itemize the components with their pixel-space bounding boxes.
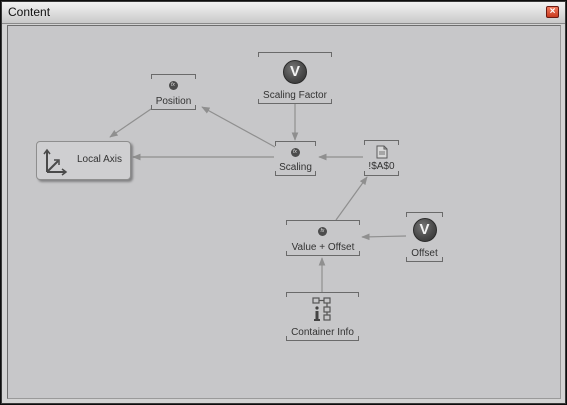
node-container-info[interactable]: Container Info bbox=[286, 292, 359, 341]
axis-icon bbox=[43, 148, 68, 176]
node-scaling[interactable]: fx Scaling bbox=[275, 141, 316, 176]
node-offset[interactable]: V Offset bbox=[406, 212, 443, 262]
close-icon: × bbox=[549, 6, 556, 17]
window-title: Content bbox=[8, 5, 51, 19]
fx-icon: fx bbox=[168, 81, 178, 90]
node-label: Local Axis bbox=[77, 154, 123, 165]
fx-icon: fx bbox=[318, 227, 327, 236]
canvas-frame bbox=[2, 24, 565, 403]
title-bar[interactable]: Content × bbox=[2, 2, 565, 24]
close-button[interactable]: × bbox=[546, 6, 559, 18]
node-local-axis[interactable]: Local Axis bbox=[36, 141, 131, 180]
node-value-offset[interactable]: fx Value + Offset bbox=[286, 220, 360, 256]
link-scaling-to-position bbox=[201, 106, 276, 148]
fx-icon: fx bbox=[290, 148, 300, 157]
node-scaling-factor[interactable]: V Scaling Factor bbox=[258, 52, 332, 104]
node-label: Scaling Factor bbox=[263, 90, 327, 101]
node-canvas[interactable] bbox=[7, 25, 561, 399]
v-icon: V bbox=[412, 218, 437, 242]
node-label: !$A$0 bbox=[368, 161, 395, 172]
node-label: Scaling bbox=[279, 162, 312, 173]
link-position-to-local-axis bbox=[109, 108, 152, 138]
node-label: Position bbox=[155, 96, 192, 107]
document-icon bbox=[376, 145, 387, 159]
node-position[interactable]: fx Position bbox=[151, 74, 196, 110]
node-ref-cell[interactable]: !$A$0 bbox=[364, 140, 399, 176]
container-info-icon bbox=[311, 297, 331, 321]
v-icon: V bbox=[283, 60, 307, 84]
node-label: Container Info bbox=[291, 327, 354, 338]
link-value-offset-to-ref-cell bbox=[335, 176, 368, 221]
node-label: Value + Offset bbox=[291, 242, 355, 253]
link-offset-to-value-offset bbox=[361, 233, 407, 241]
node-label: Offset bbox=[411, 248, 438, 259]
